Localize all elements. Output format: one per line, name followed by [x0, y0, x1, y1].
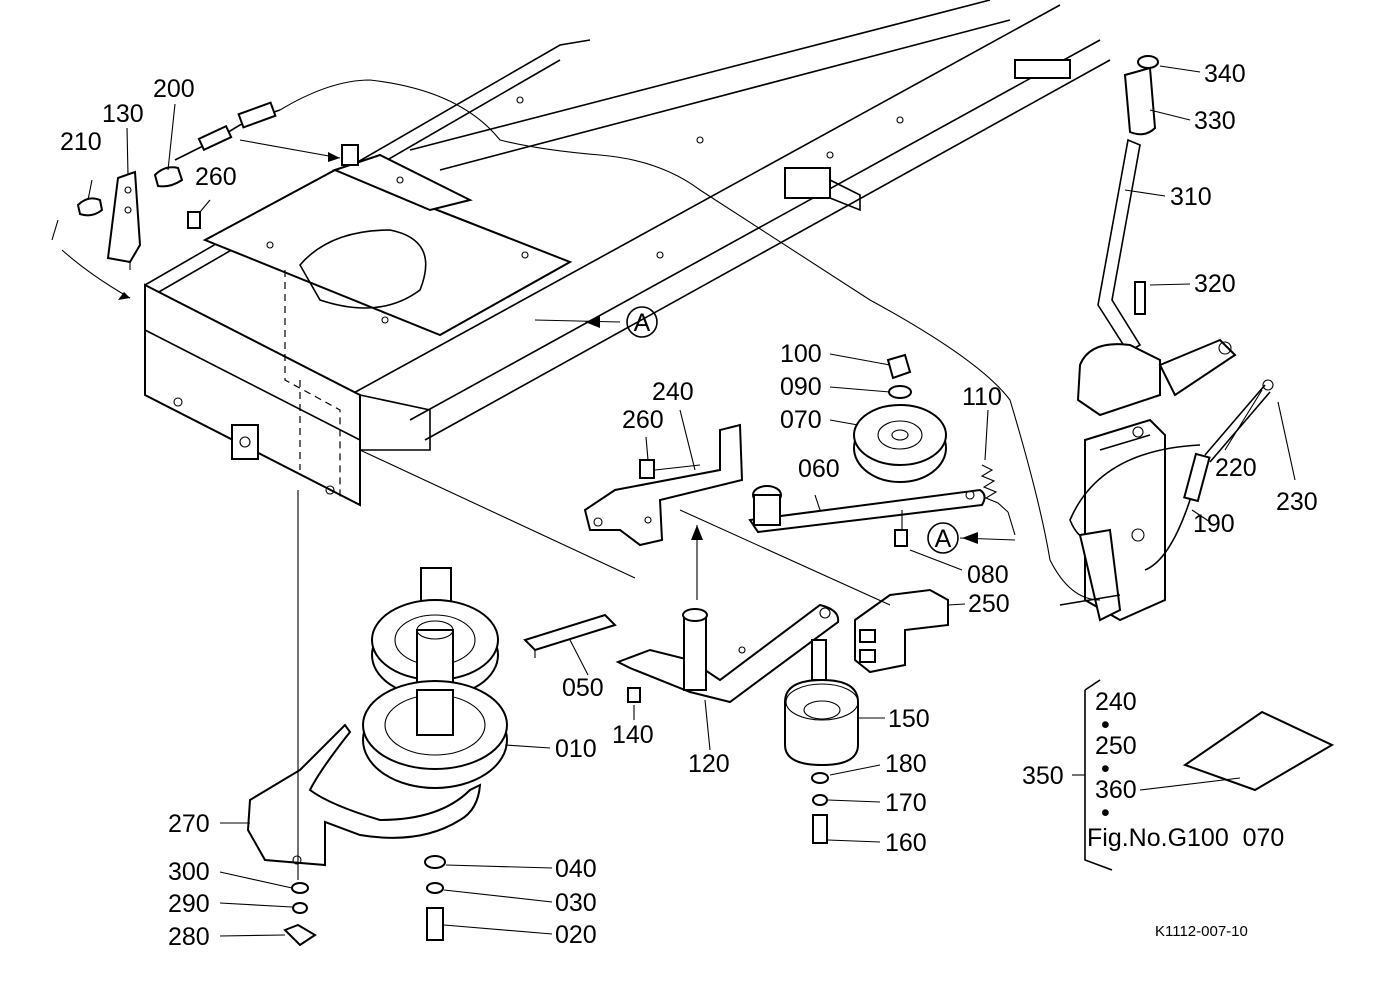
callout-270: 270: [168, 810, 210, 838]
callout-120: 120: [688, 750, 730, 778]
kit-item-360: 360: [1095, 776, 1137, 804]
callout-160: 160: [885, 829, 927, 857]
callout-310: 310: [1170, 183, 1212, 211]
callout-210: 210: [60, 128, 102, 156]
view-marker-a-lower: A: [927, 522, 1016, 554]
view-marker-label-lower: A: [935, 525, 952, 553]
callout-040: 040: [555, 855, 597, 883]
drawing-code: K1112-007-10: [1155, 923, 1248, 940]
callout-220: 220: [1215, 454, 1257, 482]
instruction-sheet: [1182, 710, 1335, 792]
callout-250: 250: [968, 590, 1010, 618]
shift-lever-assembly: [1059, 55, 1274, 622]
callout-020: 020: [555, 921, 597, 949]
callout-090: 090: [780, 373, 822, 401]
callout-130: 130: [102, 100, 144, 128]
kit-item-250: 250: [1095, 732, 1137, 760]
callout-180: 180: [885, 750, 927, 778]
callout-260-top: 260: [195, 163, 237, 191]
idler-arm-group: [615, 525, 859, 844]
callout-300: 300: [168, 858, 210, 886]
callout-320: 320: [1194, 270, 1236, 298]
callout-200: 200: [153, 75, 195, 103]
callout-340: 340: [1204, 60, 1246, 88]
callout-080: 080: [967, 561, 1009, 589]
callout-030: 030: [555, 889, 597, 917]
callout-350: 350: [1022, 762, 1064, 790]
callout-240: 240: [652, 378, 694, 406]
kit-item-240: 240: [1095, 688, 1137, 716]
bracket-group: [583, 423, 949, 674]
kit-fig-reference: Fig.No.G100 070: [1087, 824, 1284, 852]
kit-separator-2: •: [1101, 755, 1110, 783]
view-marker-a-top: A: [534, 306, 658, 338]
kit-separator-1: •: [1101, 711, 1110, 739]
callout-170: 170: [885, 789, 927, 817]
throttle-cable: [279, 79, 1101, 601]
callout-100: 100: [780, 340, 822, 368]
leader-lines: [87, 65, 1296, 937]
kit-separator-3: •: [1101, 799, 1110, 827]
callout-labels: 340 330 310 320 210 130 200 260 100 090 …: [60, 60, 1318, 951]
chassis-frame: [144, 0, 1111, 507]
callout-230: 230: [1276, 488, 1318, 516]
callout-010: 010: [555, 735, 597, 763]
callout-050: 050: [562, 674, 604, 702]
callout-330: 330: [1194, 107, 1236, 135]
callout-070: 070: [780, 406, 822, 434]
callout-190: 190: [1193, 510, 1235, 538]
callout-060: 060: [798, 455, 840, 483]
view-marker-label: A: [634, 309, 651, 337]
callout-140: 140: [612, 721, 654, 749]
main-pulley-group: [246, 567, 617, 947]
callout-290: 290: [168, 890, 210, 918]
callout-260-bracket: 260: [622, 406, 664, 434]
kit-list: 240 • 250 • 360 • Fig.No.G100 070: [1087, 688, 1284, 852]
callout-110: 110: [962, 383, 1002, 411]
callout-280: 280: [168, 923, 210, 951]
tension-pulley-group: [748, 353, 1016, 547]
callout-150: 150: [888, 705, 930, 733]
clutch-lever-group: [51, 166, 201, 300]
